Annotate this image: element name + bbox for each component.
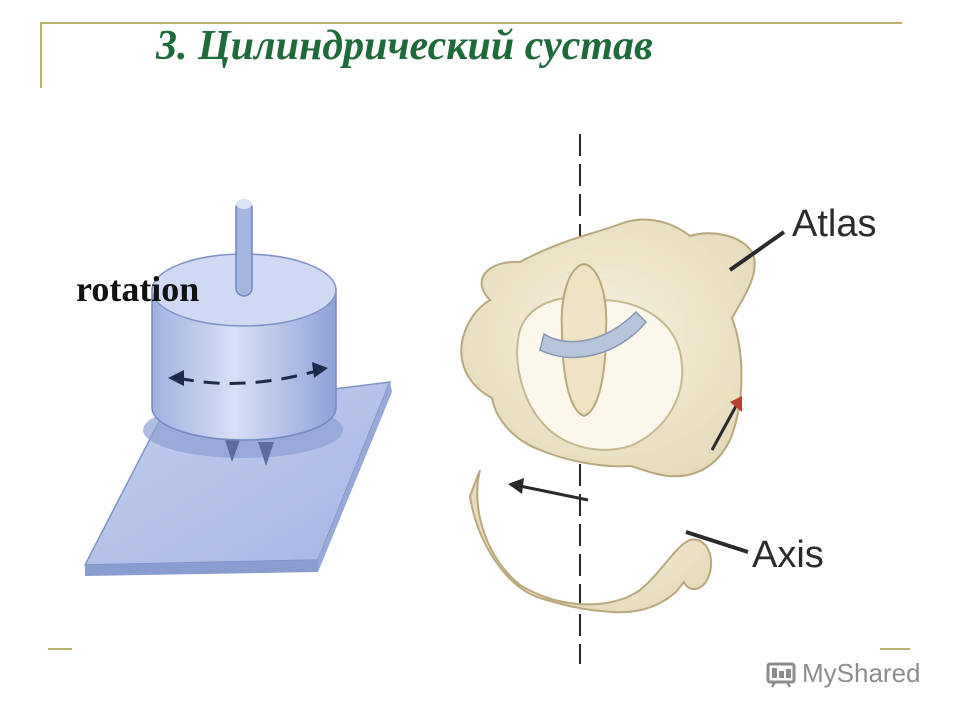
slides-icon bbox=[766, 660, 796, 688]
watermark[interactable]: MyShared bbox=[766, 658, 921, 689]
axis-label: Axis bbox=[752, 534, 824, 577]
watermark-text: MyShared bbox=[802, 658, 921, 689]
atlas-label: Atlas bbox=[792, 203, 876, 246]
rotation-label: rotation bbox=[76, 268, 199, 310]
axis-vertebra bbox=[470, 470, 711, 612]
pivot-pin bbox=[236, 200, 252, 296]
cylinder-model bbox=[85, 199, 392, 576]
atlanto-axial-joint bbox=[461, 134, 784, 664]
